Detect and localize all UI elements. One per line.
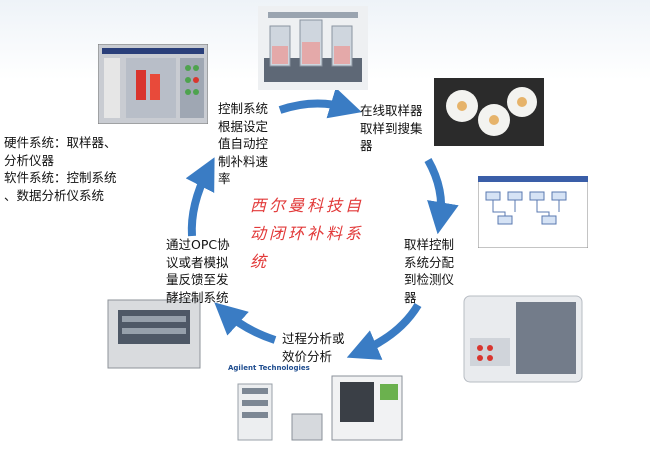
arrow-right [424,158,459,235]
arrow-bottom-right [346,302,422,360]
step-feedback-label: 通过OPC协 议或者模拟 量反馈至发 酵控制系统 [166,237,230,305]
control-software-screenshot [97,43,209,125]
brand-label: Agilent Technologies [228,364,310,372]
arrow-left [185,157,215,237]
step-process-analysis-label: 过程分析或 效价分析 [282,331,345,364]
hardware-software-note: 硬件系统：取样器、 分析仪器 软件系统：控制系统 、数据分析仪系统 [4,135,117,203]
cabinet-image [98,296,208,372]
analyzer-image [456,290,586,386]
arrow-top [278,87,362,119]
bioreactor-image [258,6,368,90]
lab-instruments-image [232,374,412,444]
arrow-bottom-left [214,302,277,344]
schematic-screenshot [477,175,589,249]
step-online-sampler-label: 在线取样器 取样到搜集 器 [360,103,423,153]
step-sampling-control-label: 取样控制 系统分配 到检测仪 器 [404,237,455,305]
center-title: 西尔曼科技自 动闭环补料系 统 [250,196,365,271]
sampler-image [434,78,544,146]
step-control-label: 控制系统 根据设定 值自动控 制补料速 率 [218,101,269,186]
